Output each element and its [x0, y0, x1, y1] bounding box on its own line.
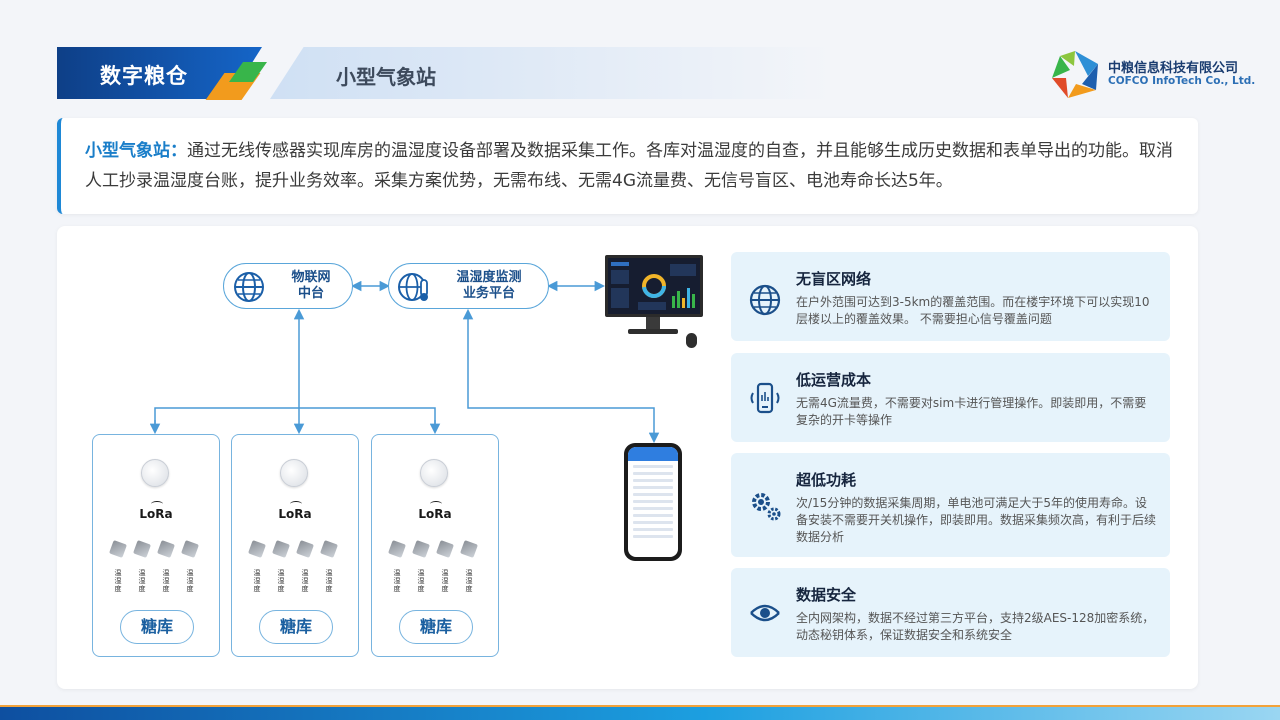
feature-desc: 次/15分钟的数据采集周期，单电池可满足大于5年的使用寿命。设备安装不需要开关机… [796, 496, 1157, 544]
probe-icon [320, 540, 338, 558]
company-name-cn: 中粮信息科技有限公司 [1108, 61, 1239, 76]
probe-icon [296, 540, 314, 558]
intro-body: 通过无线传感器实现库房的温湿度设备部署及数据采集工作。各库对温湿度的自查，并且能… [85, 141, 1173, 191]
feature-card-coverage: 无盲区网络 在户外范围可达到3-5km的覆盖范围。而在楼宇环境下可以实现10层楼… [731, 252, 1170, 341]
platform-label-line2: 业务平台 [462, 286, 515, 301]
globe-icon [234, 272, 264, 302]
feature-title: 低运营成本 [796, 371, 872, 389]
iot-node-label: 物联网 中台 [268, 270, 354, 302]
store-card: LoRa 温湿度 温湿度 温湿度 温湿度 糖库 [231, 434, 359, 657]
monitor-neck [646, 317, 660, 331]
platform-label-line1: 温湿度监测 [456, 270, 522, 285]
mouse-icon [686, 333, 697, 348]
probe-label: 温湿度 [441, 569, 449, 593]
feature-desc: 无需4G流量费，不需要对sim卡进行管理操作。即装即用，不需要复杂的开卡等操作 [796, 396, 1147, 427]
mobile-phone-icon [624, 443, 682, 561]
feature-desc: 全内网架构，数据不经过第三方平台，支持2级AES-128加密系统，动态秘钥体系，… [796, 611, 1155, 642]
lora-label: LoRa [418, 507, 452, 521]
probe-icon [460, 540, 478, 558]
probe-label: 温湿度 [325, 569, 333, 593]
intro-lead: 小型气象站： [85, 141, 187, 161]
probe-icon [248, 540, 266, 558]
dashboard-screen [611, 262, 696, 310]
probe-label: 温湿度 [162, 569, 170, 593]
store-name-button[interactable]: 糖库 [259, 610, 333, 644]
probe-label: 温湿度 [465, 569, 473, 593]
probe-icon [436, 540, 454, 558]
feature-title: 超低功耗 [796, 471, 857, 489]
probe-icon [388, 540, 406, 558]
probe-label: 温湿度 [114, 569, 122, 593]
probe-icon [133, 540, 151, 558]
iot-label-line1: 物联网 [291, 270, 331, 285]
probe-icon [157, 540, 175, 558]
phone-signal-icon [750, 382, 780, 414]
store-name-button[interactable]: 糖库 [399, 610, 473, 644]
intro-card: 小型气象站：通过无线传感器实现库房的温湿度设备部署及数据采集工作。各库对温湿度的… [57, 118, 1198, 214]
probe-icon [412, 540, 430, 558]
globe-thermometer-icon [398, 273, 428, 301]
signal-icon [151, 501, 163, 507]
company-name-en: COFCO InfoTech Co., Ltd. [1108, 75, 1256, 87]
iot-platform-node: 物联网 中台 [223, 263, 353, 309]
wireless-sensor-icon [141, 459, 169, 487]
phone-screen [628, 447, 678, 557]
probe-label: 温湿度 [138, 569, 146, 593]
signal-icon [430, 501, 442, 507]
store-card: LoRa 温湿度 温湿度 温湿度 温湿度 糖库 [92, 434, 220, 657]
monitor-base [628, 329, 678, 334]
globe-icon [749, 284, 781, 316]
intro-text: 小型气象站：通过无线传感器实现库房的温湿度设备部署及数据采集工作。各库对温湿度的… [85, 136, 1185, 196]
header-band [270, 47, 830, 99]
probe-label: 温湿度 [417, 569, 425, 593]
feature-card-cost: 低运营成本 无需4G流量费，不需要对sim卡进行管理操作。即装即用，不需要复杂的… [731, 353, 1170, 442]
platform-node-label: 温湿度监测 业务平台 [437, 270, 541, 302]
page-title: 小型气象站 [336, 65, 436, 89]
monitoring-platform-node: 温湿度监测 业务平台 [388, 263, 549, 309]
feature-card-security: 数据安全 全内网架构，数据不经过第三方平台，支持2级AES-128加密系统，动态… [731, 568, 1170, 657]
probe-icon [181, 540, 199, 558]
store-name-button[interactable]: 糖库 [120, 610, 194, 644]
company-logo-icon [1052, 51, 1098, 98]
feature-card-power: 超低功耗 次/15分钟的数据采集周期，单电池可满足大于5年的使用寿命。设备安装不… [731, 453, 1170, 557]
footer-accent [0, 705, 1280, 707]
probe-icon [272, 540, 290, 558]
footer-bar [0, 707, 1280, 720]
probe-label: 温湿度 [393, 569, 401, 593]
gears-icon [752, 493, 781, 521]
probe-icon [109, 540, 127, 558]
monitor-dashboard-icon [605, 255, 703, 317]
signal-icon [290, 501, 302, 507]
feature-title: 数据安全 [796, 586, 857, 604]
probe-label: 温湿度 [186, 569, 194, 593]
store-card: LoRa 温湿度 温湿度 温湿度 温湿度 糖库 [371, 434, 499, 657]
probe-label: 温湿度 [301, 569, 309, 593]
wireless-sensor-icon [420, 459, 448, 487]
header-tab-title: 数字粮仓 [100, 64, 188, 88]
lora-label: LoRa [278, 507, 312, 521]
lora-label: LoRa [139, 507, 173, 521]
probe-label: 温湿度 [253, 569, 261, 593]
iot-label-line2: 中台 [297, 286, 324, 301]
wireless-sensor-icon [280, 459, 308, 487]
eye-shield-icon [750, 604, 780, 622]
feature-title: 无盲区网络 [796, 270, 872, 288]
feature-desc: 在户外范围可达到3-5km的覆盖范围。而在楼宇环境下可以实现10层楼以上的覆盖效… [796, 295, 1150, 326]
probe-label: 温湿度 [277, 569, 285, 593]
